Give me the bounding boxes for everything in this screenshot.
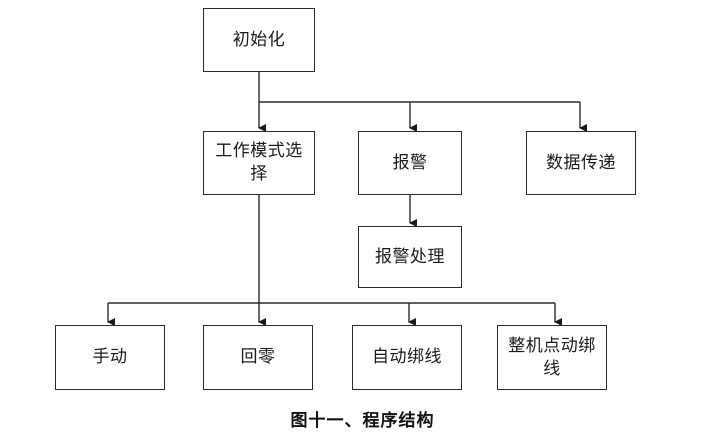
node-data-transfer[interactable]: 数据传递 xyxy=(526,131,636,195)
node-init[interactable]: 初始化 xyxy=(203,8,315,72)
node-return-zero[interactable]: 回零 xyxy=(203,325,313,390)
figure-caption: 图十一、程序结构 xyxy=(290,411,435,430)
node-label-manual: 手动 xyxy=(92,347,128,367)
node-label-alarm-handling: 报警处理 xyxy=(375,246,445,266)
node-alarm-handling[interactable]: 报警处理 xyxy=(358,226,462,288)
node-work-mode-select[interactable]: 工作模式选 择 xyxy=(203,131,315,195)
node-label-machine-jog-binding: 整机点动绑 线 xyxy=(508,335,596,378)
node-label-data-transfer: 数据传递 xyxy=(546,152,616,172)
node-machine-jog-binding[interactable]: 整机点动绑 线 xyxy=(497,325,607,390)
node-manual[interactable]: 手动 xyxy=(55,325,165,390)
node-auto-binding[interactable]: 自动绑线 xyxy=(352,325,462,390)
node-label-alarm: 报警 xyxy=(392,152,428,172)
node-label-work-mode-select: 工作模式选 择 xyxy=(215,141,303,183)
node-label-return-zero: 回零 xyxy=(240,347,276,367)
node-alarm[interactable]: 报警 xyxy=(358,131,462,195)
node-label-init: 初始化 xyxy=(232,29,286,49)
node-label-auto-binding: 自动绑线 xyxy=(372,347,442,367)
